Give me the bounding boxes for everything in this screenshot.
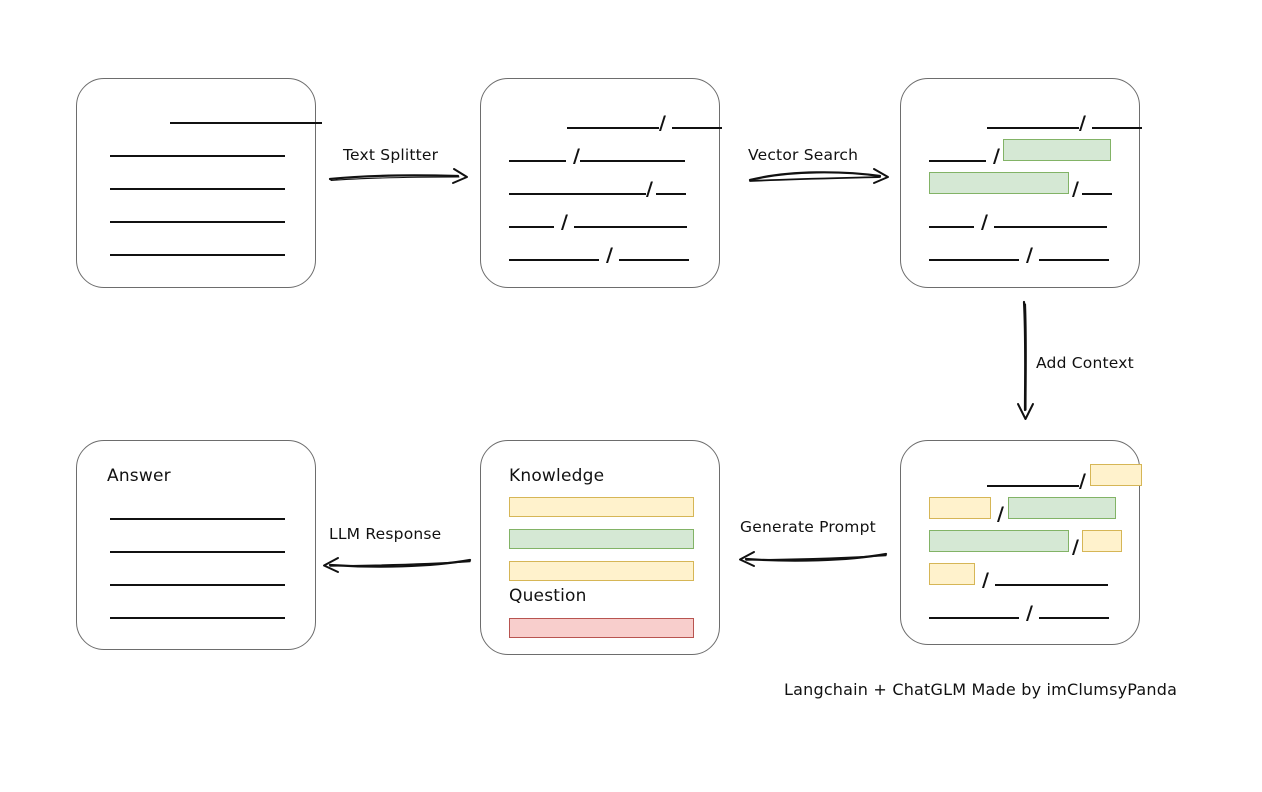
context-added-rows: ///// bbox=[901, 441, 1142, 644]
highlight-chip-yellow bbox=[1081, 530, 1122, 552]
text-line-segment bbox=[994, 584, 1108, 586]
arrow-vector-search bbox=[748, 168, 889, 184]
answer-heading: Answer bbox=[107, 466, 171, 486]
question-bar-1 bbox=[509, 618, 694, 638]
arrow-llm-response bbox=[323, 557, 472, 573]
edge-label-vector-search: Vector Search bbox=[748, 146, 859, 164]
edge-label-llm-response: LLM Response bbox=[329, 525, 442, 543]
text-line-segment bbox=[509, 160, 566, 162]
node-split-chunks[interactable]: ///// bbox=[480, 78, 722, 288]
highlight-chip-yellow bbox=[1089, 464, 1142, 486]
text-line-segment bbox=[509, 193, 646, 195]
prompt-knowledge-heading: Knowledge bbox=[509, 466, 605, 486]
knowledge-bar-3 bbox=[509, 561, 694, 581]
text-line-segment bbox=[573, 226, 687, 228]
split-chunks-rows: ///// bbox=[481, 79, 722, 287]
text-line-segment bbox=[110, 188, 285, 190]
diagram-caption: Langchain + ChatGLM Made by imClumsyPand… bbox=[784, 680, 1178, 699]
edge-label-text-splitter: Text Splitter bbox=[343, 146, 439, 164]
text-line-segment bbox=[993, 226, 1107, 228]
answer-rows bbox=[77, 441, 315, 649]
text-line-segment bbox=[509, 226, 554, 228]
highlight-chip-green bbox=[929, 172, 1069, 194]
text-line-segment bbox=[110, 584, 285, 586]
text-line-segment bbox=[1038, 259, 1109, 261]
text-line-segment bbox=[929, 617, 1019, 619]
text-line-segment bbox=[110, 254, 285, 256]
node-source-document[interactable] bbox=[76, 78, 322, 288]
highlight-chip-yellow bbox=[929, 497, 991, 519]
prompt-question-heading: Question bbox=[509, 586, 587, 606]
text-line-segment bbox=[170, 122, 322, 124]
text-line-segment bbox=[929, 160, 986, 162]
text-line-segment bbox=[110, 617, 285, 619]
text-line-segment bbox=[655, 193, 686, 195]
arrow-generate-prompt bbox=[739, 551, 888, 567]
highlight-chip-yellow bbox=[929, 563, 975, 585]
highlight-chip-green bbox=[1002, 139, 1111, 161]
text-line-segment bbox=[110, 551, 285, 553]
highlight-chip-green bbox=[929, 530, 1069, 552]
node-context-added[interactable]: ///// bbox=[900, 440, 1142, 645]
text-line-segment bbox=[110, 221, 285, 223]
text-line-segment bbox=[987, 127, 1079, 129]
vector-hits-rows: ///// bbox=[901, 79, 1142, 287]
knowledge-bar-1 bbox=[509, 497, 694, 517]
node-answer[interactable]: Answer bbox=[76, 440, 316, 650]
knowledge-bar-2 bbox=[509, 529, 694, 549]
source-document-rows bbox=[77, 79, 322, 287]
text-line-segment bbox=[509, 259, 599, 261]
text-line-segment bbox=[110, 518, 285, 520]
edge-label-generate-prompt: Generate Prompt bbox=[740, 518, 876, 536]
text-line-segment bbox=[618, 259, 689, 261]
edge-label-add-context: Add Context bbox=[1036, 354, 1134, 372]
text-line-segment bbox=[671, 127, 722, 129]
text-line-segment bbox=[1038, 617, 1109, 619]
highlight-chip-green bbox=[1007, 497, 1116, 519]
text-line-segment bbox=[567, 127, 659, 129]
text-line-segment bbox=[987, 485, 1079, 487]
text-line-segment bbox=[1081, 193, 1112, 195]
text-line-segment bbox=[110, 155, 285, 157]
text-line-segment bbox=[579, 160, 685, 162]
text-line-segment bbox=[1091, 127, 1142, 129]
arrow-text-splitter bbox=[328, 168, 468, 184]
node-vector-hits[interactable]: ///// bbox=[900, 78, 1142, 288]
text-line-segment bbox=[929, 226, 974, 228]
node-prompt[interactable]: Knowledge Question bbox=[480, 440, 720, 655]
text-line-segment bbox=[929, 259, 1019, 261]
arrow-add-context bbox=[1017, 300, 1034, 420]
